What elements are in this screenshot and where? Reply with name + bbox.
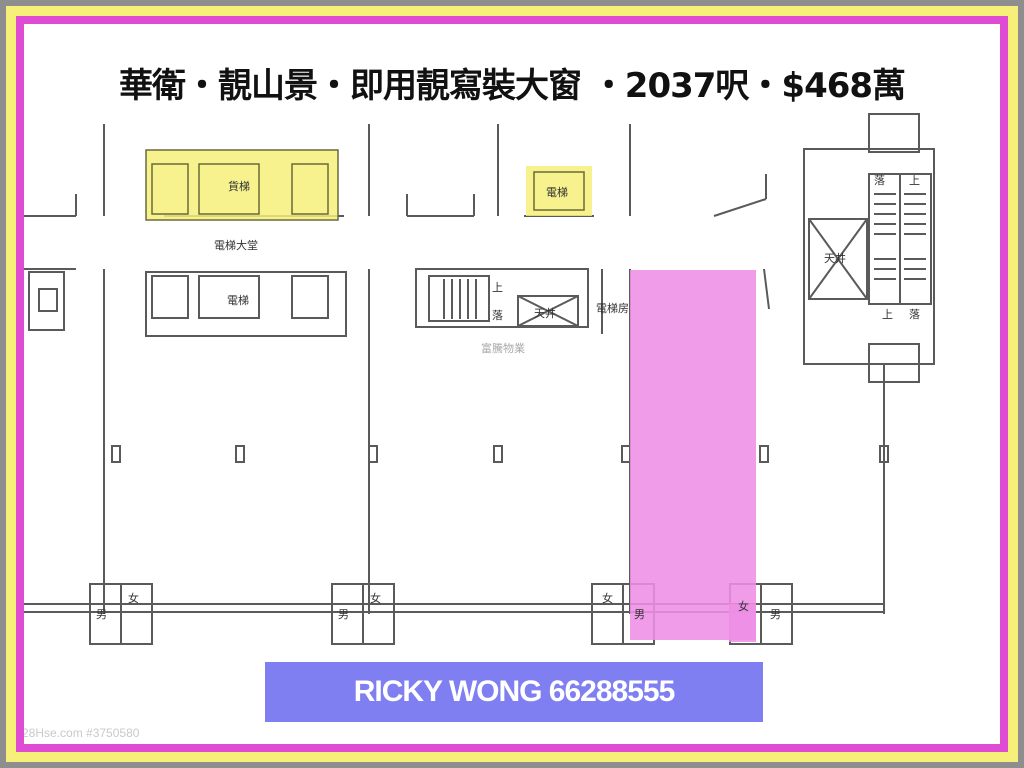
lift-lobby-label: 電梯大堂 [214, 239, 258, 252]
lift-room-label: 電梯房 [596, 302, 629, 315]
lightwell-right-label: 天井 [824, 252, 846, 265]
lightwell-center-box [517, 295, 579, 327]
main-lift-label: 電梯 [227, 294, 249, 307]
male-toilet-label: 男 [338, 608, 349, 621]
cargo-lift-label: 貨梯 [228, 180, 250, 193]
lightwell-center-label: 天井 [534, 307, 556, 320]
floor-plan-drawing [24, 113, 935, 645]
left-small-room [28, 271, 65, 331]
lightwell-cross [808, 218, 868, 300]
male-toilet-label: 男 [770, 608, 781, 621]
stair-down-label: 落 [874, 174, 885, 187]
center-stair-core [415, 268, 589, 328]
stair-up-label: 上 [882, 308, 893, 321]
small-lift-highlight [526, 166, 592, 216]
unit-highlight [630, 270, 756, 640]
small-lift-label: 電梯 [546, 186, 568, 199]
lift-bank-outline [145, 271, 347, 337]
right-top-toilet [868, 113, 920, 153]
male-toilet-label: 男 [634, 608, 645, 621]
female-toilet-label: 女 [738, 600, 749, 613]
lightwell-right-box [808, 218, 868, 300]
stair-up-label: 上 [909, 174, 920, 187]
agent-contact-banner: RICKY WONG 66288555 [265, 662, 763, 722]
stair-down-label: 落 [492, 309, 503, 322]
wall [713, 198, 767, 217]
female-toilet-label: 女 [128, 592, 139, 605]
stair-up-label: 上 [492, 281, 503, 294]
stair-down-label: 落 [909, 308, 920, 321]
listing-title: 華衛・靚山景・即用靚寫裝大窗 ・2037呎・$468萬 [118, 66, 906, 106]
cargo-lift-highlight [146, 150, 338, 220]
female-toilet-label: 女 [370, 592, 381, 605]
listing-canvas: 貨梯 電梯 電梯大堂 電梯 天井 天井 電梯房 富騰物業 上 落 上 落 上 落… [24, 24, 1000, 744]
right-bottom-toilet [868, 343, 920, 383]
agency-watermark-label: 富騰物業 [481, 342, 525, 355]
center-staircase [428, 275, 490, 322]
female-toilet-label: 女 [602, 592, 613, 605]
site-watermark: 28Hse.com #3750580 [24, 726, 140, 740]
unit-highlight-extension [729, 604, 756, 642]
male-toilet-label: 男 [96, 608, 107, 621]
